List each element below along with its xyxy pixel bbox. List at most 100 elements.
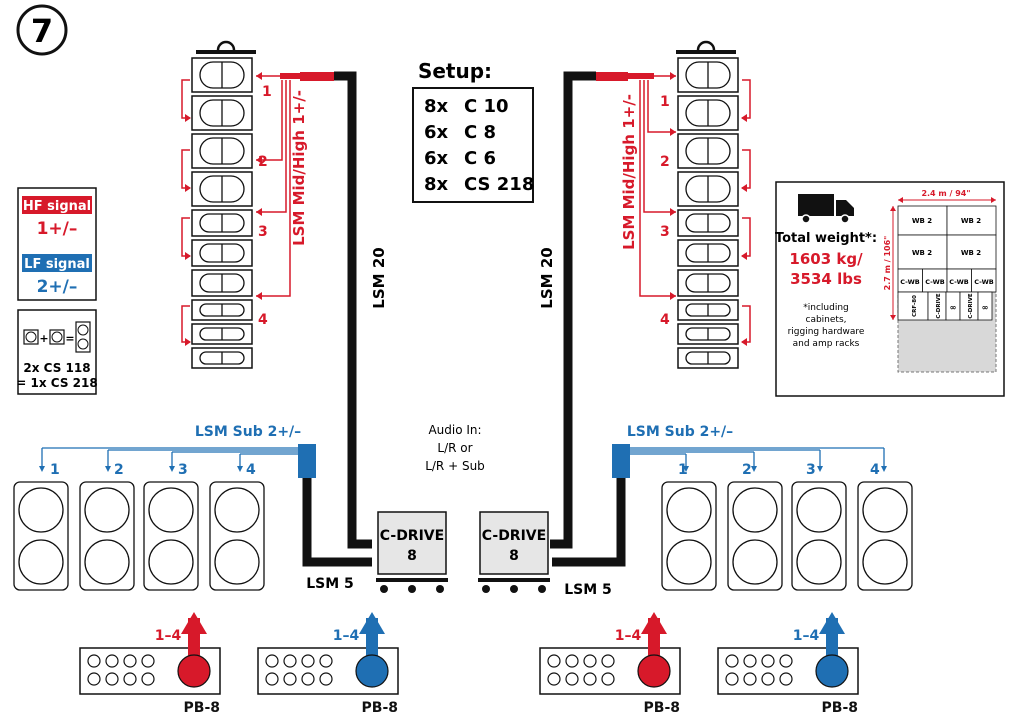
lsm20-cable-label: LSM 20 (538, 247, 556, 308)
powerbox-range: 1–4 (155, 628, 182, 644)
sub-number: 4 (870, 462, 880, 478)
c6-cabinet (677, 347, 739, 369)
c8-cabinet (191, 269, 253, 297)
c-drive-label: 8 (407, 548, 417, 564)
sub-number: 1 (678, 462, 688, 478)
audio-in-note: Audio In: L/R or L/R + Sub (425, 423, 485, 473)
cwb-label: C-WB (900, 278, 919, 286)
wb-label: WB 2 (912, 217, 932, 225)
wb-label: WB 2 (961, 249, 981, 257)
lsm5-cable-label: LSM 5 (564, 582, 612, 598)
c8-cabinet (191, 239, 253, 267)
cdrive-short-label: C-DRIVE (936, 293, 942, 319)
step-badge: 7 (16, 4, 68, 56)
array-group-number: 3 (660, 224, 670, 240)
powerbox-label: PB-8 (362, 700, 398, 716)
weight-kg: 1603 kg/ (789, 250, 863, 268)
subwoofer-cabinet (143, 481, 199, 591)
c10-cabinet (677, 57, 739, 93)
c-drive-left: C-DRIVE 8 (376, 511, 448, 593)
powerboxes: 1–4PB-81–4PB-81–4PB-81–4PB-8 (79, 612, 859, 716)
mid-high-cable-left: 1 2 3 4 LSM Mid/High 1+/- LSM 20 (181, 71, 388, 549)
c-drive-right: C-DRIVE 8 (478, 511, 550, 593)
truck-icon (798, 194, 854, 224)
array-group-number: 4 (660, 312, 670, 328)
step-number: 7 (31, 12, 53, 50)
c10-cabinet (191, 133, 253, 169)
c6-cabinet (191, 323, 253, 345)
setup-model: C 6 (464, 148, 496, 169)
powerbox-range: 1–4 (333, 628, 360, 644)
mid-high-cable-label: LSM Mid/High 1+/- (290, 90, 308, 246)
weight-note: cabinets, (806, 315, 847, 325)
hf-signal-value: 1+/– (37, 219, 78, 239)
subwoofer-cabinet (79, 481, 135, 591)
c10-cabinet (191, 95, 253, 131)
c6-cabinet (191, 299, 253, 321)
weight-note: rigging hardware (788, 327, 865, 337)
sub-number: 3 (178, 462, 188, 478)
svg-text:=: = (65, 332, 74, 345)
c6-cabinet (677, 299, 739, 321)
powerbox-range: 1–4 (793, 628, 820, 644)
sub-number: 2 (742, 462, 752, 478)
cwb-label: C-WB (925, 278, 944, 286)
array-group-number: 2 (660, 154, 670, 170)
audio-in-line: L/R + Sub (425, 459, 485, 473)
wb-label: WB 2 (961, 217, 981, 225)
setup-title: Setup: (418, 59, 492, 83)
weight-lbs: 3534 lbs (790, 270, 862, 288)
powerbox-connector-icon (815, 654, 849, 688)
setup-qty: 8x (424, 174, 449, 195)
c8-cabinet (677, 239, 739, 267)
sub-number: 3 (806, 462, 816, 478)
signal-arrow-icon (641, 612, 667, 634)
signal-arrow-icon (819, 612, 845, 634)
c8-cabinet (677, 209, 739, 237)
sub-number: 4 (246, 462, 256, 478)
subwoofer-cabinet (209, 481, 265, 591)
setup-model: C 8 (464, 122, 496, 143)
powerbox-connector-icon (355, 654, 389, 688)
sub-eq-line1: 2x CS 118 (23, 361, 90, 375)
c10-cabinet (191, 171, 253, 207)
lsm5-cable-label: LSM 5 (306, 576, 354, 592)
sub-cable-label: LSM Sub 2+/– (627, 424, 733, 440)
array-group-number: 1 (262, 84, 272, 100)
array-group-number: 1 (660, 94, 670, 110)
c10-cabinet (677, 133, 739, 169)
mid-high-cable-label: LSM Mid/High 1+/- (620, 94, 638, 250)
c10-cabinet (677, 95, 739, 131)
c6-cabinet (677, 323, 739, 345)
c8-cabinet (191, 209, 253, 237)
cwb-label: C-WB (974, 278, 993, 286)
weight-note: *including (803, 303, 849, 313)
sub-equivalence-legend: + = 2x CS 118 = 1x CS 218 (16, 309, 98, 395)
setup-qty: 6x (424, 122, 449, 143)
crf-label: CRF-80 (912, 295, 918, 317)
c6-cabinet (191, 347, 253, 369)
lsm20-cable-label: LSM 20 (370, 247, 388, 308)
sub-number: 1 (50, 462, 60, 478)
signal-legend: HF signal 1+/– LF signal 2+/– (17, 187, 97, 301)
subwoofer-cabinet (13, 481, 69, 591)
svg-text:∞: ∞ (950, 303, 957, 312)
sub-number: 2 (114, 462, 124, 478)
setup-qty: 6x (424, 148, 449, 169)
cdrive-short-label: C-DRIVE (968, 293, 974, 319)
lf-signal-value: 2+/– (37, 277, 78, 297)
c-drive-label: C-DRIVE (482, 528, 546, 544)
audio-in-line: Audio In: (428, 423, 481, 437)
powerbox-label: PB-8 (822, 700, 858, 716)
line-array-left (191, 40, 256, 369)
array-group-number: 3 (258, 224, 268, 240)
setup-qty: 8x (424, 96, 449, 117)
powerbox-pb8: 1–4PB-8 (257, 612, 399, 716)
height-dimension: 2.7 m / 106" (883, 236, 892, 291)
array-group-number: 2 (258, 154, 268, 170)
c10-cabinet (191, 57, 253, 93)
svg-text:∞: ∞ (982, 303, 989, 312)
c10-cabinet (677, 171, 739, 207)
sub-cable-left: 1 2 3 4 LSM Sub 2+/– LSM 5 (39, 424, 372, 592)
